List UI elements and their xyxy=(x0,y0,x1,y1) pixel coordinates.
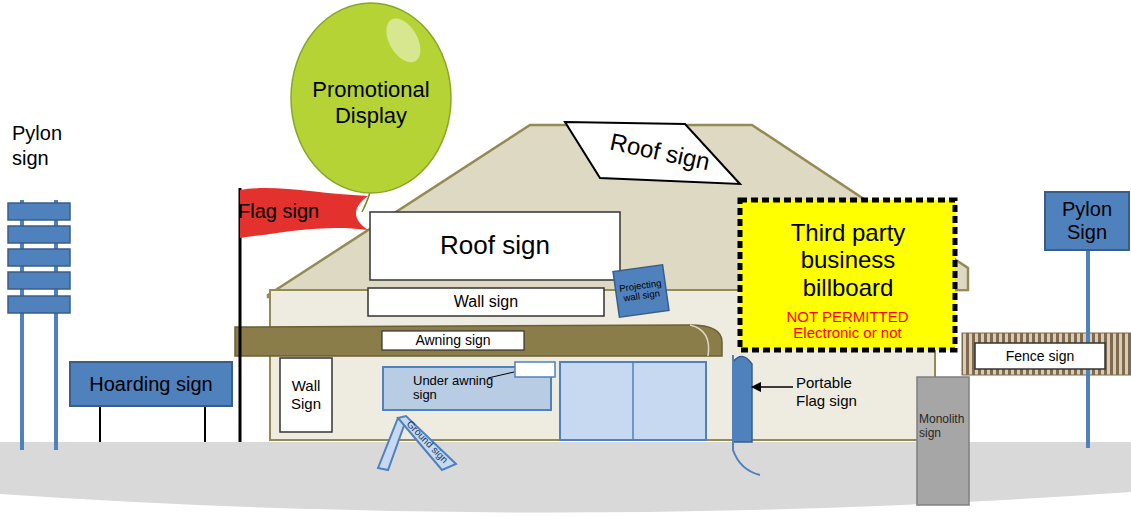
promotional-balloon: Promotional Display xyxy=(290,2,452,194)
sign-panel xyxy=(370,212,620,280)
sign-label: Under awning sign xyxy=(413,369,505,407)
fence xyxy=(962,333,1131,375)
under-awning-sign: Under awning sign xyxy=(383,367,551,410)
sign-label: Ground sign xyxy=(398,413,455,472)
aframe-back xyxy=(378,418,406,470)
sign-label: Awning sign xyxy=(382,331,524,350)
sign-label: Roof sign xyxy=(370,212,620,280)
leader-line xyxy=(488,372,514,378)
sign-panel xyxy=(740,200,955,350)
sign-label: Pylon Sign xyxy=(1045,192,1129,250)
wall-sign: Wall Sign xyxy=(280,358,332,432)
sign-panel xyxy=(382,331,524,350)
portable-flag-pole xyxy=(733,355,760,475)
sign-label: Projecting wall sign xyxy=(613,265,669,318)
sign-label: Portable Flag sign xyxy=(796,374,860,410)
sign-label: Flag sign xyxy=(238,196,368,226)
balloon-highlight xyxy=(379,13,427,69)
hoarding-leg xyxy=(204,406,206,442)
roof-sign: Roof sign xyxy=(370,212,620,280)
sign-label: Hoarding sign xyxy=(70,362,232,406)
sign-label: Third party business billboard xyxy=(768,216,928,304)
pylon-panel xyxy=(8,249,70,266)
balloon xyxy=(291,3,451,193)
fence-sign: Fence sign xyxy=(975,343,1105,369)
sign-panel xyxy=(975,343,1105,369)
flag-sign: Flag sign xyxy=(236,186,371,242)
sign-panel xyxy=(368,288,604,316)
pylon-panel xyxy=(8,296,70,313)
awning-sign: Awning sign xyxy=(382,331,524,350)
billboard: Third party business billboardNOT PERMIT… xyxy=(740,200,955,350)
sign-label: Fence sign xyxy=(975,343,1105,369)
sign-panel xyxy=(613,265,669,318)
sign-label: Monolith sign xyxy=(919,409,969,445)
awning-fold xyxy=(690,325,709,356)
sign-note: NOT PERMITTED Electronic or not xyxy=(770,306,925,344)
monolith-sign: Monolith sign xyxy=(917,377,969,505)
pylon-sign: Pylon sign xyxy=(4,118,76,450)
sign-panel xyxy=(917,377,969,505)
door-split xyxy=(632,362,634,440)
pylon-panel xyxy=(8,226,70,243)
leader-arrow xyxy=(752,386,793,388)
sign-panel xyxy=(280,358,332,432)
hoarding-leg xyxy=(99,406,101,442)
wall-sign: Wall sign xyxy=(368,288,604,316)
sign-panel xyxy=(1045,192,1129,250)
shape-outline xyxy=(917,377,969,505)
awning xyxy=(235,325,722,356)
portable-flag xyxy=(733,356,752,442)
sign-label: Wall Sign xyxy=(280,358,332,432)
sign-label: Wall sign xyxy=(368,288,604,316)
pylon-panel xyxy=(8,203,70,220)
sign-panel xyxy=(70,362,232,406)
sign-panel xyxy=(383,367,551,410)
balloon-string xyxy=(362,192,370,212)
under-awning-plate xyxy=(515,362,555,377)
pylon-sign: Pylon Sign xyxy=(1045,192,1129,250)
hoarding-sign: Hoarding sign xyxy=(70,362,232,406)
ground-sign: Ground sign xyxy=(376,414,458,472)
roof-sign: Roof sign xyxy=(560,118,745,190)
sign-label: Pylon sign xyxy=(12,118,74,174)
projecting-wall-sign: Projecting wall sign xyxy=(613,265,669,318)
sign-label: Promotional Display xyxy=(290,68,452,138)
door xyxy=(560,362,706,440)
pylon-panel xyxy=(8,272,70,289)
